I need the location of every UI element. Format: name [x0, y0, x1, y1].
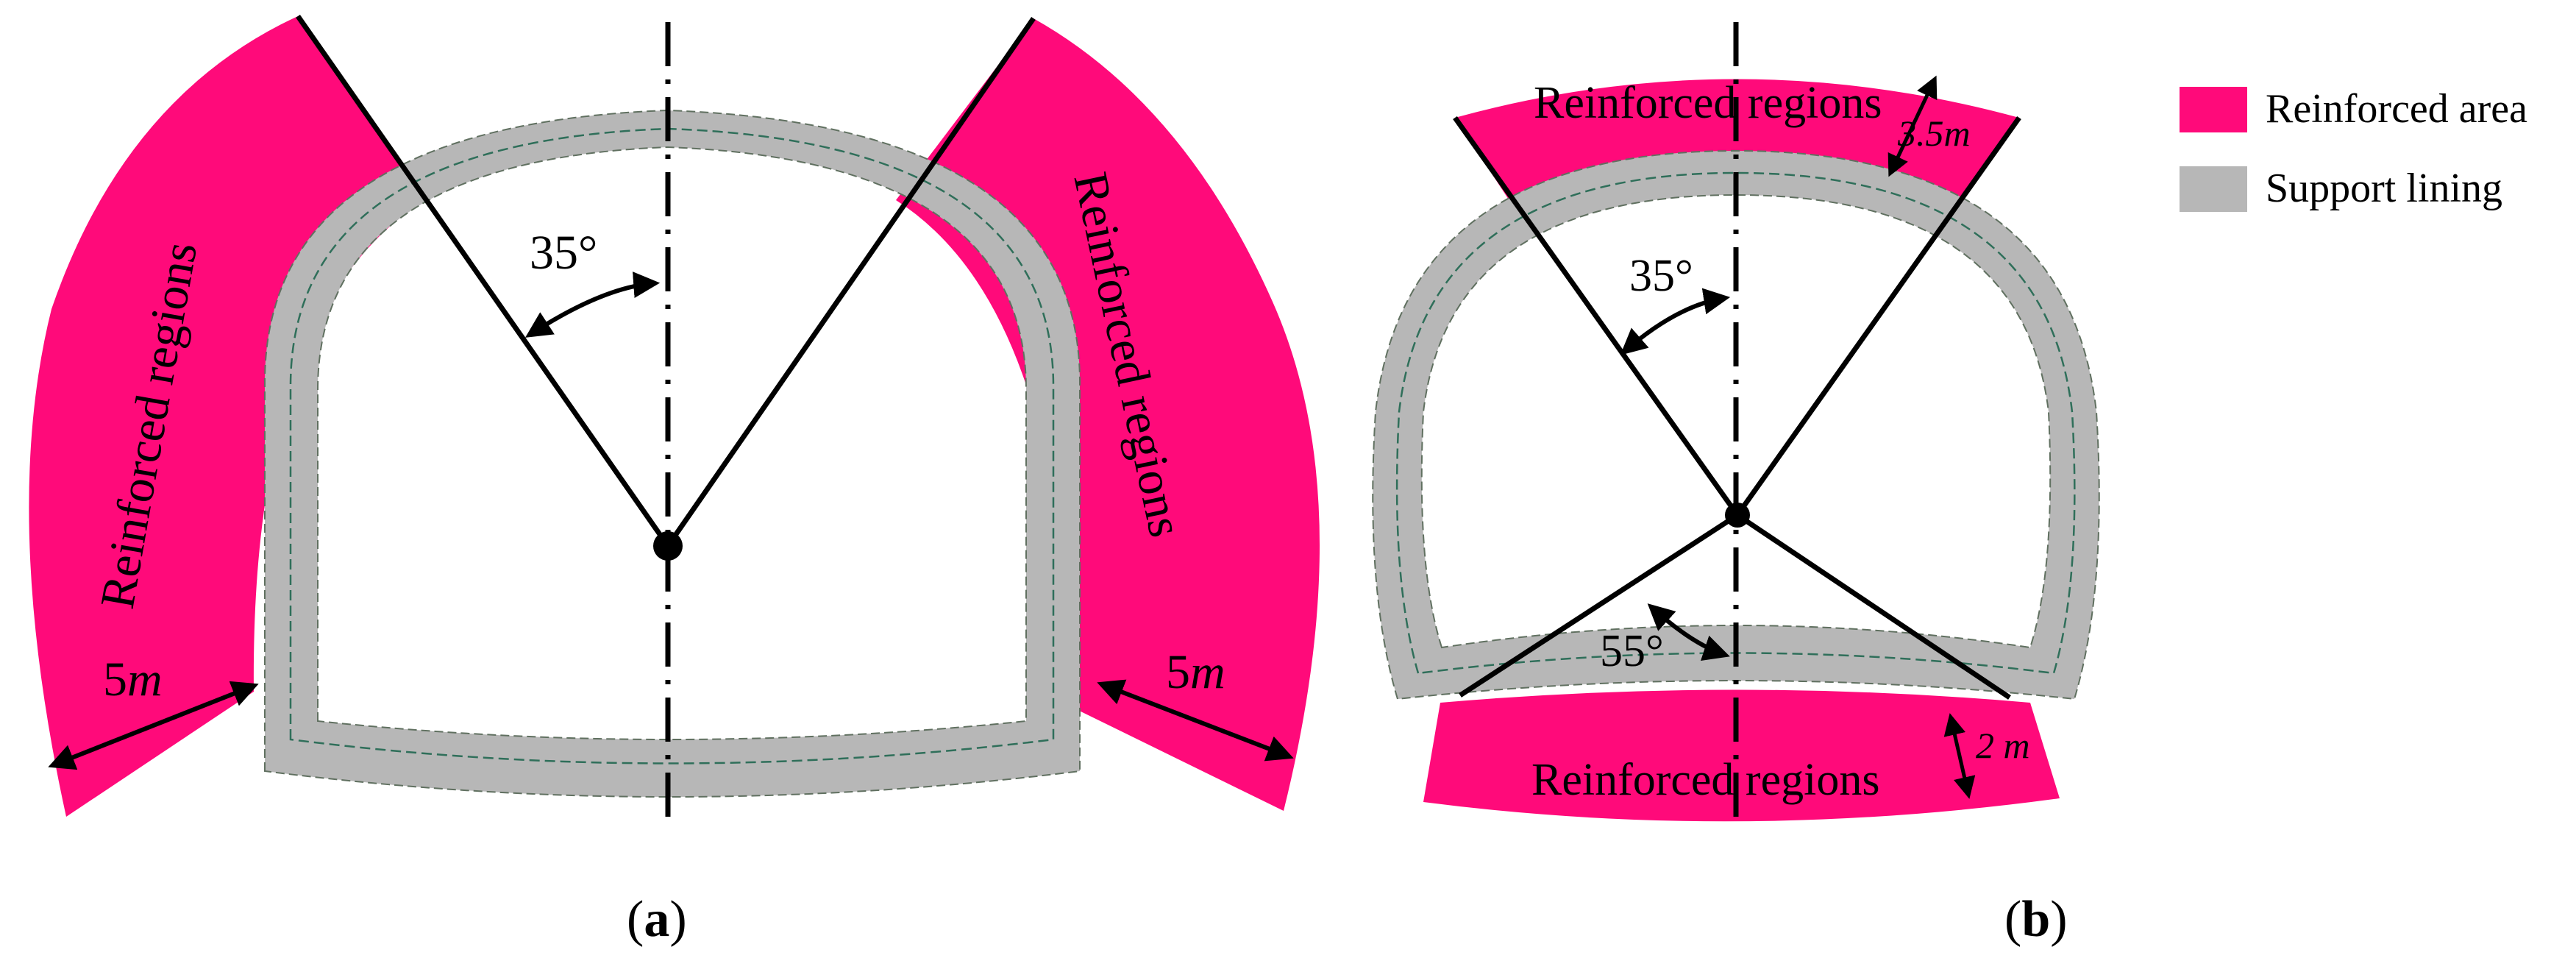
angle-arc-bottom-b [1647, 603, 1730, 661]
thickness-label-right-a: 5m [1166, 645, 1225, 699]
angle-arc-top-b [1620, 288, 1731, 355]
ray-left-a [296, 14, 670, 548]
thickness-arrow-bottom-b [1943, 713, 1976, 799]
panel-a: 35° Reinforced regions Reinforced region… [29, 14, 1320, 948]
reinforced-region-right [896, 18, 1320, 811]
angle-label-a: 35° [530, 226, 597, 280]
thickness-arrow-top-b [1887, 75, 1938, 177]
legend-swatch-reinforced [2180, 87, 2247, 132]
legend-swatch-lining [2180, 166, 2247, 212]
thickness-label-bottom-b: 2 m [1976, 725, 2030, 766]
legend-label-lining: Support lining [2266, 166, 2502, 211]
angle-arc-a [524, 272, 661, 338]
ray-top-left-b [1453, 116, 1740, 517]
legend-label-reinforced: Reinforced area [2266, 86, 2527, 132]
reinforced-region-left [29, 16, 425, 817]
ray-bottom-left-b [1459, 513, 1739, 698]
thickness-label-top-b: 3.5m [1897, 113, 1971, 154]
label-reinforced-top-b: Reinforced regions [1534, 78, 1882, 128]
angle-label-top-b: 35° [1629, 251, 1693, 301]
panel-b: 35° 55° Reinforced regions Reinforced re… [1372, 22, 2100, 948]
center-point-a [653, 531, 683, 561]
support-lining-b [1372, 149, 2100, 700]
caption-b: (b) [2004, 891, 2068, 948]
thickness-arrow-right-a [1097, 679, 1294, 762]
reinforced-region-bottom-b [1423, 689, 2060, 822]
caption-a: (a) [627, 891, 687, 948]
legend: Reinforced area Support lining [2180, 86, 2527, 212]
ray-top-right-b [1735, 116, 2021, 517]
lining-inner-edge-b [1395, 171, 2076, 675]
lining-inner-edge-a [289, 127, 1055, 764]
support-lining-a [264, 109, 1081, 798]
thickness-label-left-a: 5m [103, 653, 163, 706]
angle-label-bottom-b: 55° [1600, 626, 1664, 676]
label-reinforced-bottom-b: Reinforced regions [1531, 755, 1879, 805]
thickness-arrow-left-a [48, 681, 259, 770]
ray-bottom-right-b [1736, 513, 2011, 700]
ray-right-a [666, 17, 1036, 547]
center-point-b [1725, 503, 1750, 528]
